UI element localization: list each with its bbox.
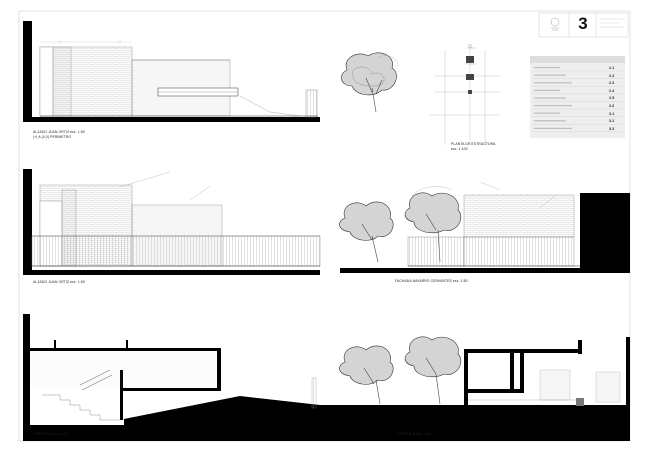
section-bottom [23, 314, 320, 441]
legend-row-text-placeholder [534, 97, 566, 99]
legend-row-text-placeholder [534, 105, 572, 107]
structure-plan [430, 44, 500, 145]
elevation-middle [23, 169, 321, 275]
legend-row-text-placeholder [534, 89, 560, 91]
tree-illustration [341, 52, 399, 113]
legend-row-value: 2.6 [609, 104, 615, 108]
legend-table [530, 56, 625, 138]
legend-row-text-placeholder [534, 127, 572, 129]
drawing-caption: CORTE A-A esc. 1:50 [33, 432, 68, 436]
drawing-caption: PLANTA DE ESTRUCTURA [451, 142, 496, 146]
legend-row-value: 2.5 [609, 96, 615, 101]
legend-row-text-placeholder [534, 112, 560, 114]
drawing-subcaption: esc. 1:100 [451, 147, 468, 151]
elevation-right-middle [340, 181, 630, 273]
legend-row-value: 2.1 [609, 66, 615, 70]
drawing-caption: FACHADA NAVARRO CERVANTES esc. 1:50 [395, 279, 468, 283]
sheet-number: 3 [578, 14, 588, 33]
legend-row-value: 3.2 [609, 119, 615, 124]
legend-row-text-placeholder [534, 67, 560, 69]
section-right-bottom [320, 337, 630, 441]
tree-illustration [339, 336, 462, 405]
elevation-top [23, 21, 320, 122]
title-block [538, 12, 629, 38]
drawing-caption: ALZADO JUAN ORTIZ esc. 1:50 [33, 130, 85, 134]
drawing-caption: CORTE B-B esc. 1:50 [396, 432, 432, 436]
university-seal-icon [550, 17, 560, 31]
legend-row-value: 2.4 [609, 88, 615, 93]
legend-row-value: 3.1 [609, 111, 615, 116]
legend-row-text-placeholder [534, 74, 566, 76]
legend-row-text-placeholder [534, 82, 572, 84]
legend-row-value: 2.2 [609, 73, 615, 78]
legend-row-text-placeholder [534, 120, 566, 122]
drawing-caption: ALZADO JUAN ORTIZ esc. 1:50 [33, 280, 85, 284]
legend-row-value: 3.3 [609, 126, 615, 131]
legend-row-value: 2.3 [609, 81, 615, 86]
tree-illustration [339, 186, 462, 263]
drawing-subcaption: (+) A (0,0) PERIMETRO [33, 135, 72, 139]
